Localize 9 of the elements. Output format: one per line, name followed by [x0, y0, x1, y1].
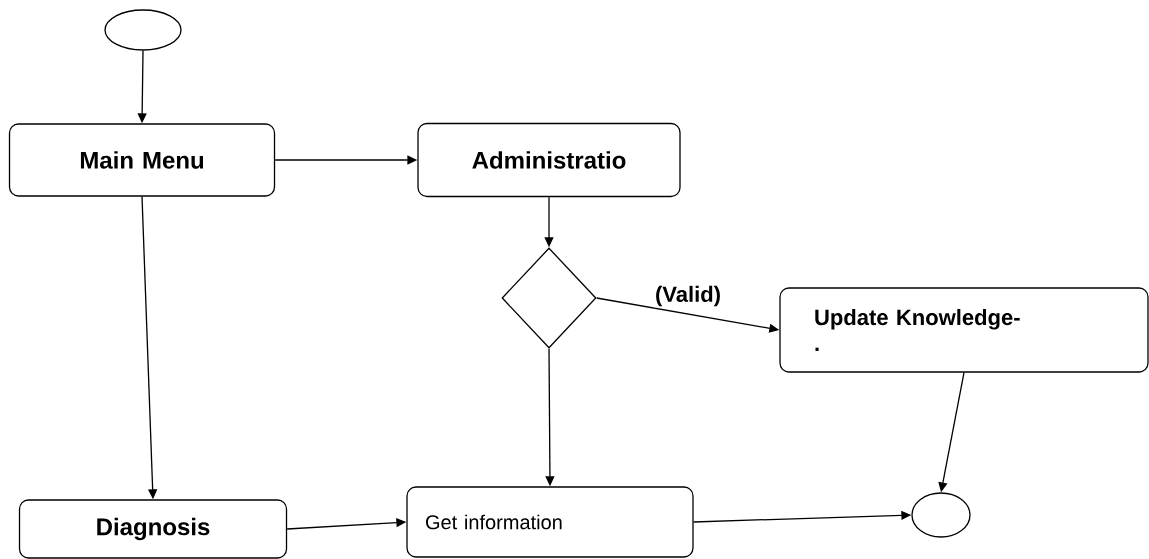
process-box: Main Menu — [8, 123, 276, 197]
terminal-ellipse — [104, 9, 182, 51]
process-box: Diagnosis — [18, 499, 288, 559]
terminal-ellipse — [911, 492, 971, 538]
edge-label: (Valid) — [654, 284, 722, 308]
process-box: Update Knowledge- . — [779, 287, 1149, 373]
process-box: Get information — [406, 486, 694, 558]
process-box: Administratio — [417, 122, 681, 198]
decision-diamond — [501, 247, 597, 349]
